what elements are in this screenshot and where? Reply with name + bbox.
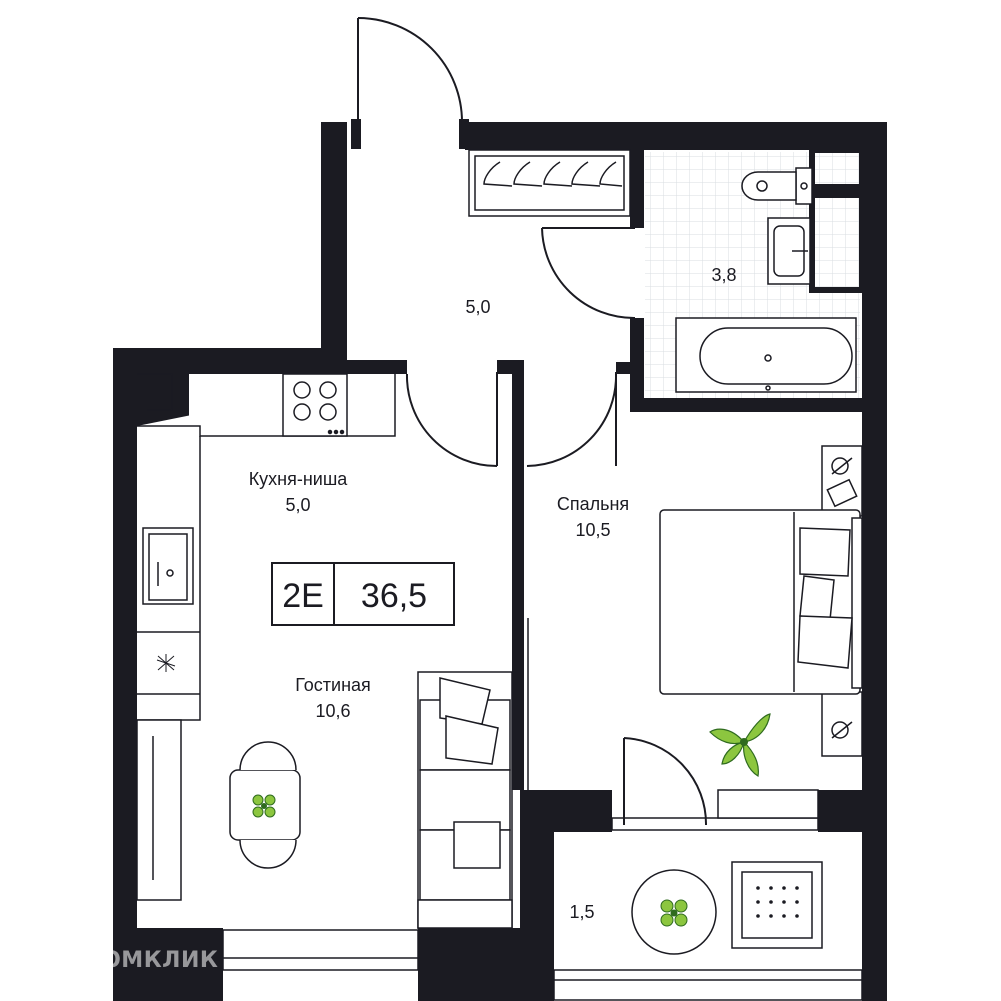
balcony-furniture — [631, 789, 823, 955]
bedroom-name: Спальня — [557, 494, 629, 514]
bedroom-furniture — [659, 445, 863, 757]
living-furniture — [136, 671, 513, 929]
walls — [113, 122, 887, 1001]
house-logo-icon — [52, 948, 76, 970]
kitchen-name: Кухня-ниша — [249, 469, 349, 489]
plant-icon-table — [252, 794, 276, 818]
windows — [222, 817, 863, 1001]
living-area: 10,6 — [315, 701, 350, 721]
wardrobe — [468, 149, 631, 217]
unit-type-label: 2E — [282, 577, 324, 615]
kitchen-fixtures — [137, 373, 396, 721]
balcony-area: 1,5 — [569, 902, 594, 922]
kitchen-area: 5,0 — [285, 495, 310, 515]
bathroom-area: 3,8 — [711, 265, 736, 285]
unit-badge: 2E 36,5 — [271, 562, 455, 626]
plant-icon-balcony — [660, 899, 688, 927]
doors — [351, 17, 708, 826]
living-name: Гостиная — [295, 675, 371, 695]
domclick-watermark: ДОМКЛИК — [52, 948, 218, 973]
plant-icon-bedroom — [709, 713, 771, 777]
bedroom-area: 10,5 — [575, 520, 610, 540]
bathroom-fixtures — [675, 167, 857, 393]
total-area-label: 36,5 — [361, 577, 427, 615]
hallway-area: 5,0 — [465, 297, 490, 317]
svg-text:ДОМКЛИК: ДОМКЛИК — [82, 948, 218, 973]
